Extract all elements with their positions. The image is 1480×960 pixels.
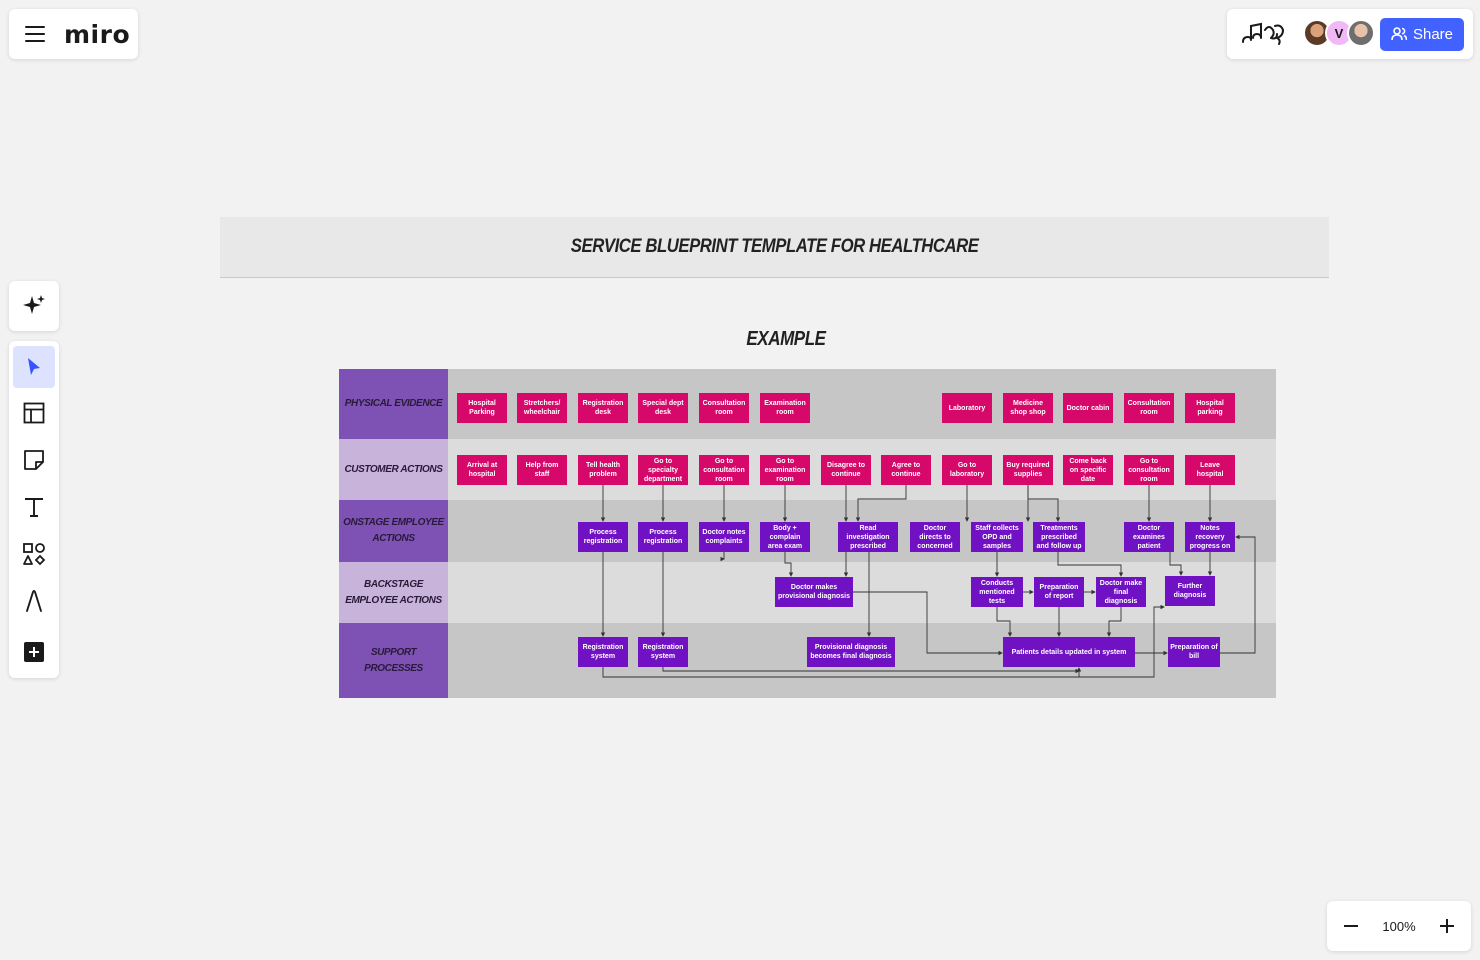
onstage-action-card[interactable]: Process registration xyxy=(638,522,688,552)
onstage-action-card[interactable]: Doctor examines patient xyxy=(1124,522,1174,552)
evidence-card[interactable]: Special dept desk xyxy=(638,393,688,423)
lane-label[interactable]: Physical Evidence xyxy=(339,369,448,439)
cursor-icon xyxy=(28,358,40,375)
lane-label[interactable]: Customer Actions xyxy=(339,439,448,500)
collaboration-panel: V Share xyxy=(1227,9,1473,59)
tools-panel xyxy=(9,341,59,678)
customer-action-card[interactable]: Come back on specific date xyxy=(1063,455,1113,485)
more-apps-button[interactable] xyxy=(13,631,55,673)
main-menu-panel: miro xyxy=(9,9,138,59)
onstage-action-card[interactable]: Doctor directs to concerned xyxy=(910,522,960,552)
customer-action-card[interactable]: Tell health problem xyxy=(578,455,628,485)
sparkle-icon[interactable] xyxy=(22,294,46,318)
customer-action-card[interactable]: Leave hospital xyxy=(1185,455,1235,485)
customer-action-card[interactable]: Buy required supplies xyxy=(1003,455,1053,485)
onstage-action-card[interactable]: Body + complain area exam xyxy=(760,522,810,552)
lane-body xyxy=(448,562,1276,623)
evidence-card[interactable]: Laboratory xyxy=(942,393,992,423)
shapes-icon xyxy=(23,543,46,566)
blueprint-title: Service Blueprint Template for Healthcar… xyxy=(570,236,979,257)
text-icon xyxy=(25,498,43,517)
onstage-action-card[interactable]: Staff collects OPD and samples xyxy=(971,522,1023,552)
customer-action-card[interactable]: Go to consultation room xyxy=(699,455,749,485)
zoom-in-button[interactable] xyxy=(1435,914,1459,938)
backstage-action-card[interactable]: Further diagnosis xyxy=(1165,576,1215,606)
avatar[interactable] xyxy=(1347,19,1375,47)
customer-action-card[interactable]: Go to laboratory xyxy=(942,455,992,485)
minus-icon xyxy=(1344,925,1358,927)
share-button[interactable]: Share xyxy=(1380,17,1464,51)
zoom-out-button[interactable] xyxy=(1339,914,1363,938)
select-tool-button[interactable] xyxy=(13,346,55,388)
onstage-action-card[interactable]: Read investigation prescribed xyxy=(838,522,898,552)
reactions-icon[interactable] xyxy=(1239,20,1287,48)
text-tool-button[interactable] xyxy=(13,486,55,528)
support-process-card[interactable]: Patients details updated in system xyxy=(1003,637,1135,667)
miro-logo[interactable]: miro xyxy=(64,19,131,49)
support-process-card[interactable]: Registration system xyxy=(578,637,628,667)
template-title-frame[interactable]: Service Blueprint Template for Healthcar… xyxy=(220,217,1329,278)
collaborator-avatars[interactable]: V xyxy=(1303,19,1375,49)
service-blueprint[interactable]: Physical EvidenceCustomer ActionsOnstage… xyxy=(339,369,1276,698)
layout-icon xyxy=(23,402,45,424)
customer-action-card[interactable]: Go to consultation room xyxy=(1124,455,1174,485)
lane-label[interactable]: Onstage Employee Actions xyxy=(339,500,448,562)
pen-tool-button[interactable] xyxy=(13,580,55,622)
ai-panel xyxy=(9,281,59,331)
shapes-tool-button[interactable] xyxy=(13,533,55,575)
plus-square-icon xyxy=(24,642,44,662)
sticky-note-tool-button[interactable] xyxy=(13,439,55,481)
zoom-controls: 100% xyxy=(1327,901,1471,951)
customer-action-card[interactable]: Disagree to continue xyxy=(821,455,871,485)
evidence-card[interactable]: Stretchers/ wheelchair xyxy=(517,393,567,423)
example-label: Example xyxy=(746,328,826,350)
evidence-card[interactable]: Doctor cabin xyxy=(1063,393,1113,423)
pen-icon xyxy=(26,590,42,612)
backstage-action-card[interactable]: Doctor make final diagnosis xyxy=(1096,577,1146,607)
customer-action-card[interactable]: Agree to continue xyxy=(881,455,931,485)
zoom-level[interactable]: 100% xyxy=(1382,918,1416,934)
evidence-card[interactable]: Hospital parking xyxy=(1185,393,1235,423)
customer-action-card[interactable]: Go to examination room xyxy=(760,455,810,485)
onstage-action-card[interactable]: Treatments prescribed and follow up xyxy=(1033,522,1085,552)
lane-label[interactable]: Backstage Employee Actions xyxy=(339,562,448,623)
evidence-card[interactable]: Medicine shop shop xyxy=(1003,393,1053,423)
plus-icon xyxy=(1440,919,1454,933)
support-process-card[interactable]: Registration system xyxy=(638,637,688,667)
customer-action-card[interactable]: Arrival at hospital xyxy=(457,455,507,485)
evidence-card[interactable]: Examination room xyxy=(760,393,810,423)
evidence-card[interactable]: Consultation room xyxy=(699,393,749,423)
backstage-action-card[interactable]: Preparation of report xyxy=(1034,577,1084,607)
share-label: Share xyxy=(1412,25,1454,43)
support-process-card[interactable]: Provisional diagnosis becomes final diag… xyxy=(807,637,895,667)
avatar[interactable]: V xyxy=(1325,19,1353,47)
backstage-action-card[interactable]: Doctor makes provisional diagnosis xyxy=(775,577,853,607)
onstage-action-card[interactable]: Process registration xyxy=(578,522,628,552)
evidence-card[interactable]: Registration desk xyxy=(578,393,628,423)
customer-action-card[interactable]: Help from staff xyxy=(517,455,567,485)
hamburger-menu-icon[interactable] xyxy=(25,26,45,42)
evidence-card[interactable]: Hospital Parking xyxy=(457,393,507,423)
customer-action-card[interactable]: Go to specialty department xyxy=(638,455,688,485)
users-icon xyxy=(1391,27,1407,41)
backstage-action-card[interactable]: Conducts mentioned tests xyxy=(971,577,1023,607)
onstage-action-card[interactable]: Notes recovery progress on xyxy=(1185,522,1235,552)
sticky-note-icon xyxy=(24,450,44,470)
evidence-card[interactable]: Consultation room xyxy=(1124,393,1174,423)
support-process-card[interactable]: Preparation of bill xyxy=(1168,637,1220,667)
templates-tool-button[interactable] xyxy=(13,392,55,434)
lane-label[interactable]: Support Processes xyxy=(339,623,448,698)
onstage-action-card[interactable]: Doctor notes complaints xyxy=(699,522,749,552)
